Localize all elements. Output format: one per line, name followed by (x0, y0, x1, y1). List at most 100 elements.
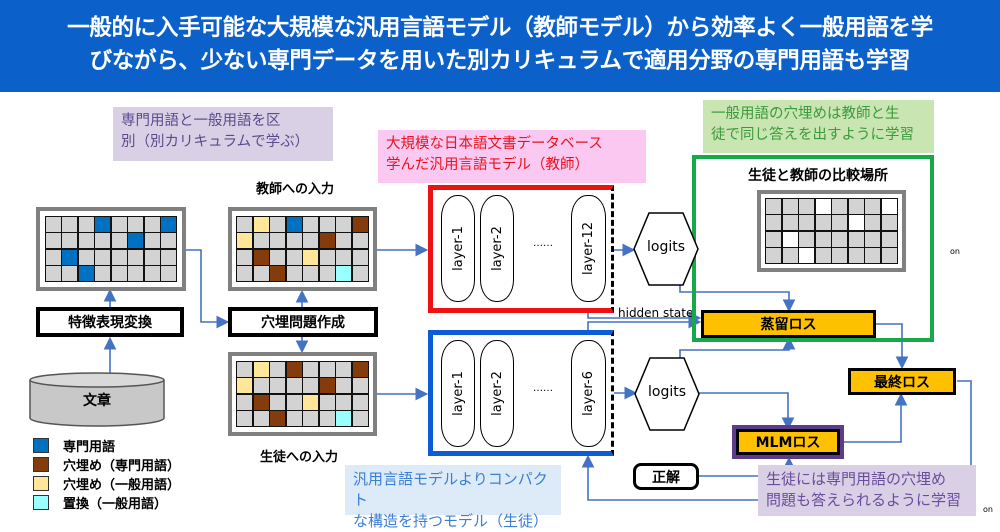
grid-cell (336, 233, 352, 249)
grid-cell (270, 378, 286, 394)
grid-cell (303, 411, 319, 427)
legend-item: 穴埋め（専門用語） (33, 455, 180, 474)
grid-cell (144, 249, 160, 265)
grid-cell (144, 266, 160, 282)
grid-cell (303, 216, 319, 232)
grid-cell (144, 233, 160, 249)
layer-label: layer-1 (450, 226, 466, 271)
grid-cell (62, 233, 78, 249)
grid-cell (336, 249, 352, 265)
student-layer-ellipsis: …… (533, 383, 553, 394)
distillation-loss-box: 蒸留ロス (701, 310, 876, 338)
grid-cell (319, 394, 335, 410)
grid-cell (253, 216, 269, 232)
grid-cell (270, 361, 286, 377)
grid-cell (237, 411, 253, 427)
note-line: 一般用語の穴埋めは教師と生 (711, 106, 900, 122)
grid-cell (782, 231, 798, 247)
grid-cell (111, 249, 127, 265)
teacher-logits-label: logits (646, 239, 685, 255)
token-grid (236, 360, 369, 428)
grid-cell (799, 248, 815, 264)
grid-cell (881, 248, 897, 264)
grid-cell (815, 215, 831, 231)
grid-cell (237, 266, 253, 282)
grid-cell (128, 233, 144, 249)
grid-cell (782, 198, 798, 214)
grid-cell (286, 378, 302, 394)
grid-cell (111, 266, 127, 282)
student-input-grid (228, 352, 377, 436)
grid-cell (286, 361, 302, 377)
grid-cell (62, 216, 78, 232)
grid-cell (286, 233, 302, 249)
grid-cell (799, 231, 815, 247)
grid-cell (848, 215, 864, 231)
grid-cell (303, 249, 319, 265)
cloze-creation-box: 穴埋問題作成 (228, 307, 378, 337)
grid-cell (253, 233, 269, 249)
grid-cell (303, 233, 319, 249)
note-line: な構造を持つモデル（生徒） (353, 512, 549, 530)
grid-cell (782, 215, 798, 231)
grid-cell (253, 378, 269, 394)
grid-cell (336, 378, 352, 394)
legend-label: 置換（一般用語） (63, 497, 168, 512)
grid-cell (161, 249, 177, 265)
teacher-input-grid (228, 207, 377, 291)
grid-cell (303, 378, 319, 394)
grid-cell (865, 248, 881, 264)
grid-cell (270, 266, 286, 282)
grid-cell (336, 216, 352, 232)
grid-cell (319, 233, 335, 249)
grid-cell (881, 215, 897, 231)
hidden-state-label: hidden state (618, 306, 694, 320)
grid-cell (848, 198, 864, 214)
grid-cell (253, 394, 269, 410)
grid-cell (832, 198, 848, 214)
note-line: 学んだ汎用言語モデル（教師） (386, 157, 589, 173)
grid-cell (161, 266, 177, 282)
grid-cell (815, 198, 831, 214)
grid-cell (45, 249, 61, 265)
note-general-terms: 一般用語の穴埋めは教師と生徒で同じ答えを出すように学習 (703, 100, 934, 153)
grid-cell (270, 216, 286, 232)
layer-label: layer-12 (581, 221, 597, 276)
note-line: 大規模な日本語文書データベース (386, 136, 603, 152)
token-grid (236, 215, 369, 283)
grid-cell (95, 216, 111, 232)
grid-cell (336, 411, 352, 427)
grid-cell (848, 231, 864, 247)
grid-cell (782, 248, 798, 264)
grid-cell (319, 378, 335, 394)
grid-cell (286, 394, 302, 410)
grid-cell (237, 394, 253, 410)
grid-cell (78, 249, 94, 265)
grid-cell (352, 361, 368, 377)
note-technical-terms: 生徒には専門用語の穴埋め問題も答えられるように学習 (758, 465, 976, 516)
comparison-label: 生徒と教師の比較場所 (748, 168, 888, 184)
grid-cell (799, 215, 815, 231)
grid-cell (336, 394, 352, 410)
grid-cell (161, 233, 177, 249)
grid-cell (237, 361, 253, 377)
student-layer-2: layer-2 (480, 340, 514, 447)
grid-cell (303, 361, 319, 377)
note-line: 専門用語と一般用語を区 (121, 113, 281, 129)
teacher-layer-12: layer-12 (571, 195, 606, 302)
legend-item: 穴埋め（一般用語） (33, 474, 180, 493)
grid-cell (95, 266, 111, 282)
grid-cell (128, 266, 144, 282)
feature-conversion-box: 特徴表現変換 (36, 307, 184, 337)
ground-truth-box: 正解 (633, 463, 699, 490)
grid-cell (253, 249, 269, 265)
grid-cell (865, 198, 881, 214)
grid-cell (352, 216, 368, 232)
cropped-text: on (950, 247, 960, 256)
student-layer-6: layer-6 (571, 340, 606, 447)
grid-cell (62, 249, 78, 265)
student-logits-hexagon (634, 357, 700, 431)
student-input-label: 生徒への入力 (260, 450, 339, 465)
note-line: 別（別カリキュラムで学ぶ） (121, 134, 310, 150)
student-logits-label: logits (647, 384, 686, 400)
